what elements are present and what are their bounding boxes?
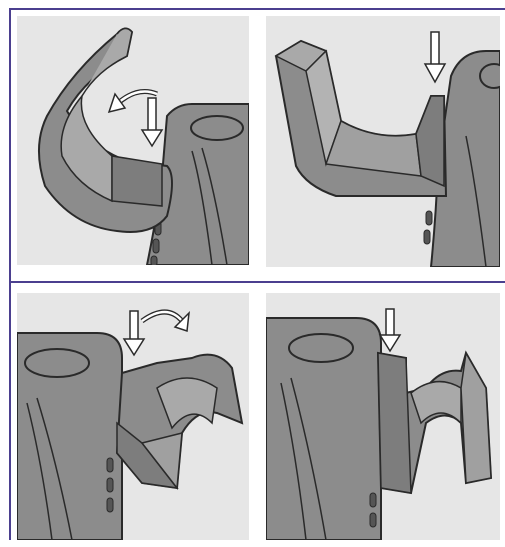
row-divider-line xyxy=(9,281,505,283)
down-arrow-icon xyxy=(124,339,144,355)
left-border-line xyxy=(9,8,11,540)
step-4-panel xyxy=(266,293,500,540)
step-1-panel xyxy=(17,16,249,265)
down-arrow-icon xyxy=(425,64,445,82)
top-border-line xyxy=(9,8,505,10)
step-3-illustration xyxy=(17,293,249,540)
step-3-panel xyxy=(17,293,249,540)
step-1-illustration xyxy=(17,16,249,265)
down-arrow-icon xyxy=(142,130,162,146)
down-arrow-icon xyxy=(380,335,400,351)
step-2-panel xyxy=(266,16,500,267)
step-4-illustration xyxy=(266,293,500,540)
step-2-illustration xyxy=(266,16,500,267)
